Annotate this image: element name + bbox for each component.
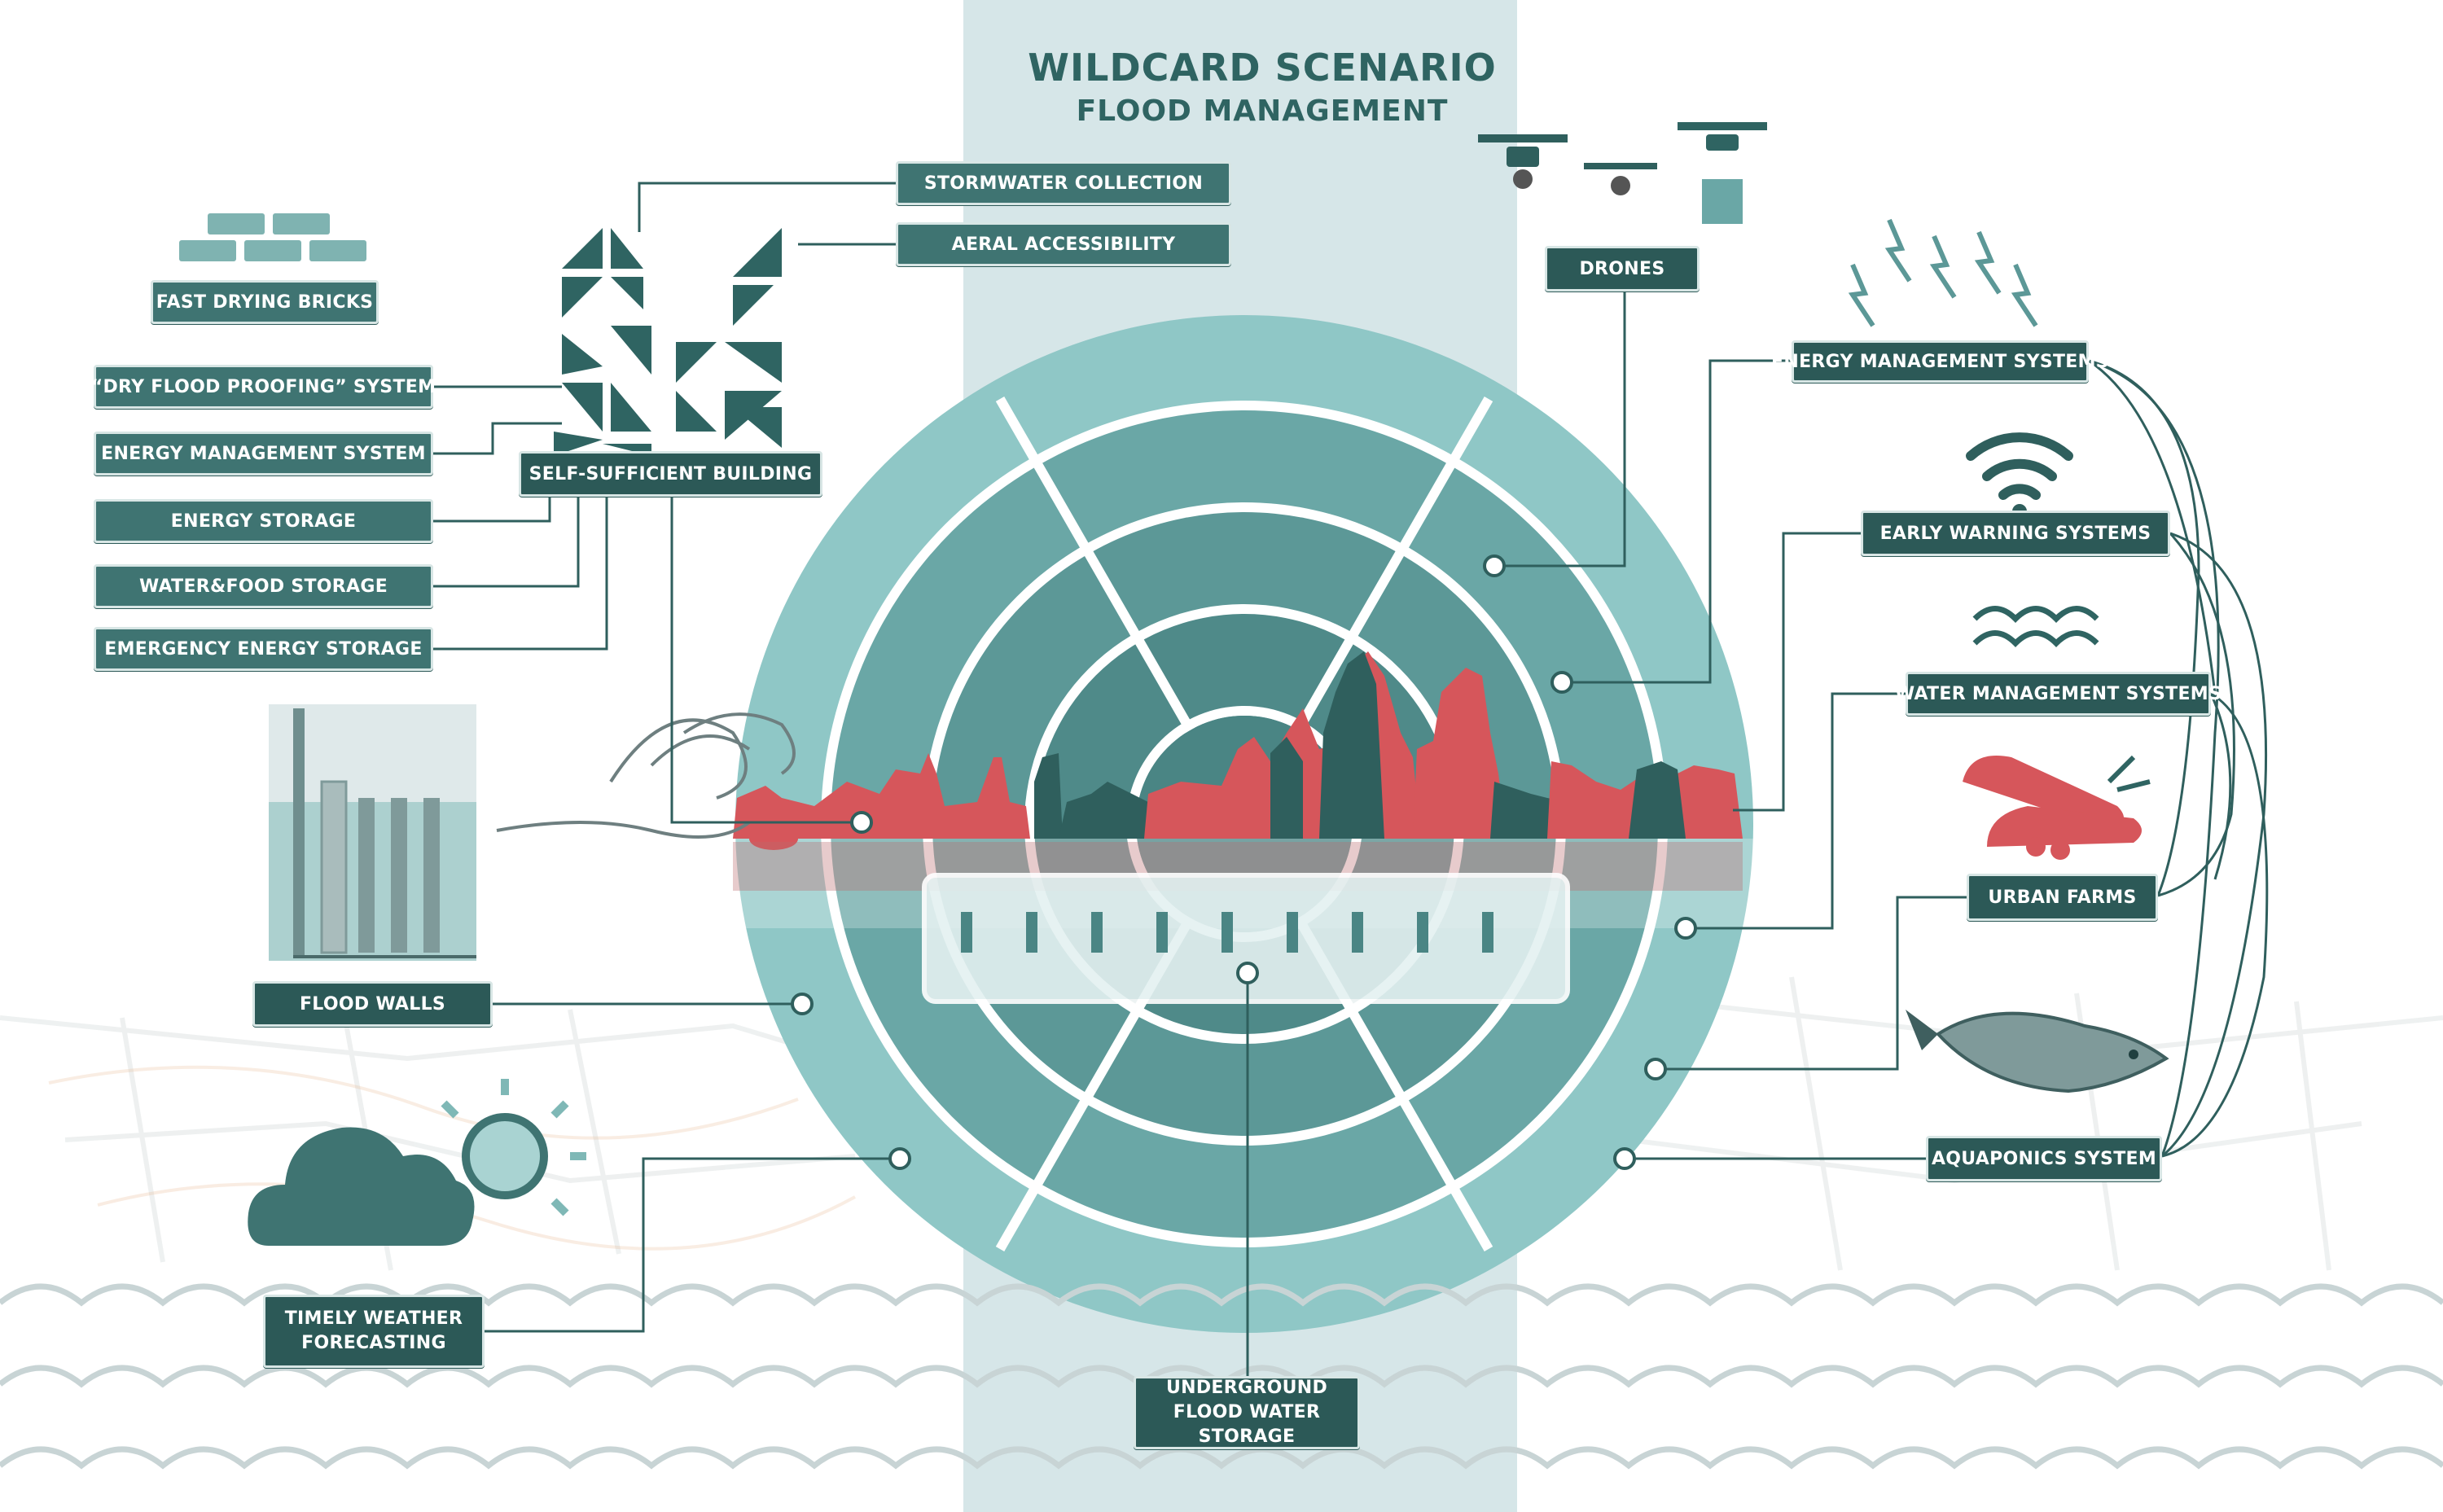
label-water-food-storage: WATER&FOOD STORAGE [94,564,433,608]
fish-icon [1906,1010,2169,1093]
label-aeral-accessibility: AERAL ACCESSIBILITY [896,222,1231,266]
flood-wall-icon [269,704,476,961]
label-energy-storage: ENERGY STORAGE [94,499,433,543]
underground-tank-icon [922,873,1570,1004]
bricks-icon [179,213,366,261]
label-timely-weather-forecasting: TIMELY WEATHER FORECASTING [263,1295,485,1368]
label-drones: DRONES [1545,246,1700,291]
label-stormwater-collection: STORMWATER COLLECTION [896,161,1231,205]
label-flood-walls: FLOOD WALLS [252,981,493,1027]
page-subtitle: FLOOD MANAGEMENT [1076,94,1449,128]
label-dry-flood-proofing: “DRY FLOOD PROOFING” SYSTEM [91,365,436,409]
wifi-icon [1966,432,2073,500]
waves-icon [1972,606,2099,647]
label-energy-management-systems: ENERGY MANAGEMENT SYSTEMS [1771,340,2109,383]
connector-lines [433,182,2269,1392]
page-title: WILDCARD SCENARIO [1028,46,1497,90]
label-fast-drying-bricks: FAST DRYING BRICKS [151,280,379,324]
label-underground-flood-water-storage: UNDERGROUND FLOOD WATER STORAGE [1134,1376,1360,1449]
connector-dots [791,554,1697,1170]
label-energy-management-system: ENERGY MANAGEMENT SYSTEM [94,432,433,476]
label-urban-farms: URBAN FARMS [1967,874,2158,921]
flood-swirl-icon [496,712,796,839]
carrot-icon [1963,755,2151,860]
label-aquaponics-system: AQUAPONICS SYSTEM [1926,1136,2162,1181]
building-triangles-icon [554,228,782,456]
label-self-sufficient-building: SELF-SUFFICIENT BUILDING [519,451,822,497]
label-emergency-energy-storage: EMERGENCY ENERGY STORAGE [94,627,433,671]
cloud-sun-icon [248,1079,586,1246]
drone-icon [1478,122,1767,224]
label-early-warning-systems: EARLY WARNING SYSTEMS [1861,511,2170,556]
label-water-management-systems: WATER MANAGEMENT SYSTEMS [1895,672,2222,716]
city-skyline-icon [733,651,1743,850]
lightning-icon [1848,218,2038,327]
map-orange-lines [48,1065,856,1251]
